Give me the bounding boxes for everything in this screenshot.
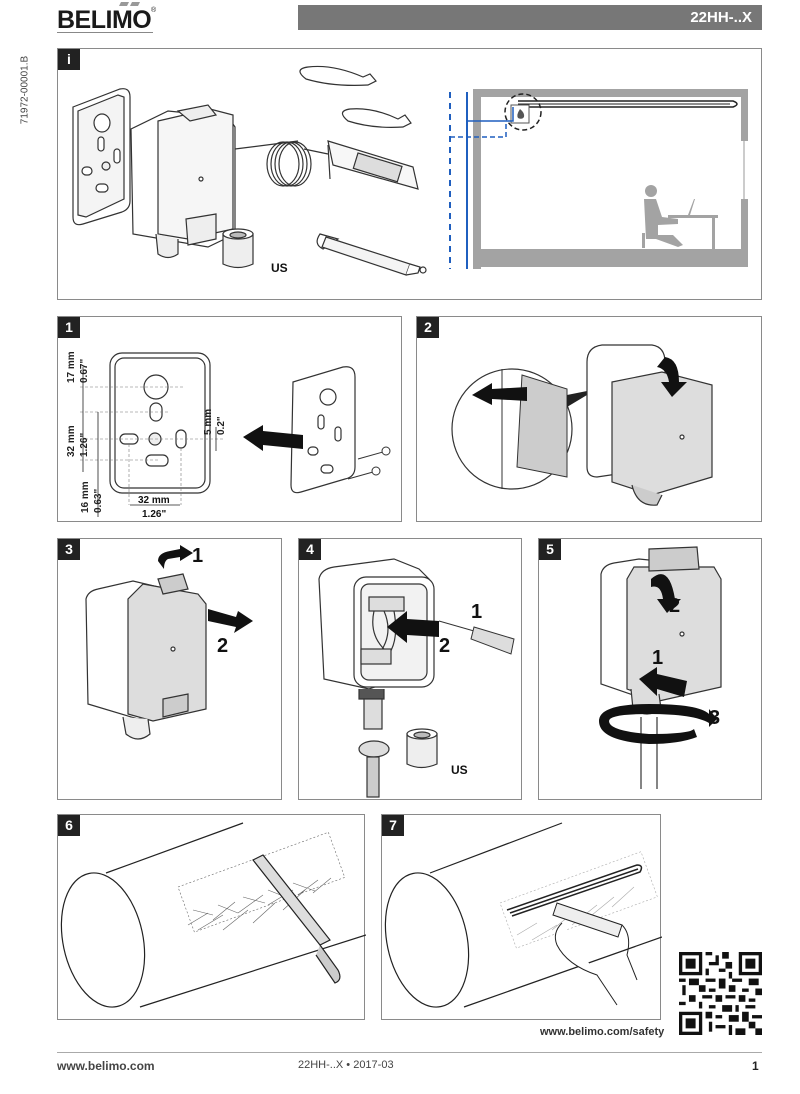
panel-badge: 3 xyxy=(58,539,80,560)
footer-doc-ref: 22HH-..X • 2017-03 xyxy=(298,1059,394,1071)
arrow-left-icon xyxy=(472,383,527,405)
pipe-icon xyxy=(60,822,366,1008)
screw-icon xyxy=(347,446,391,480)
panel-badge: 2 xyxy=(417,317,439,338)
footer-divider xyxy=(57,1052,762,1053)
dim-top-mm: 17 mm xyxy=(66,351,77,383)
dim-offset-mm: 5 mm xyxy=(203,408,214,435)
sensor-probe-icon xyxy=(327,140,419,190)
panel-step-4: 4 1 2 US xyxy=(298,538,522,800)
mounting-plate-icon xyxy=(72,88,131,226)
safety-link[interactable]: www.belimo.com/safety xyxy=(540,1026,665,1038)
us-adapter-icon xyxy=(222,228,254,269)
person-at-desk-icon xyxy=(642,185,718,249)
panel-step-6: 6 xyxy=(57,814,366,1020)
sensor-housing-icon xyxy=(586,344,713,506)
step-1-illustration xyxy=(80,352,223,517)
drop-icon xyxy=(517,109,525,119)
step-2-illustration xyxy=(451,344,713,506)
curved-arrow-icon xyxy=(158,545,193,569)
curved-arrow-icon xyxy=(651,574,681,613)
dimension-lines xyxy=(82,367,217,517)
panel-info: i xyxy=(57,48,762,300)
panel-badge: 7 xyxy=(382,815,404,836)
curved-arrow-icon xyxy=(657,357,687,397)
cable-tie-icon xyxy=(299,65,412,128)
callout-2: 2 xyxy=(217,635,229,657)
callout-1: 1 xyxy=(471,601,483,623)
callout-3: 3 xyxy=(709,707,721,729)
footer-website[interactable]: www.belimo.com xyxy=(57,1059,155,1073)
panel-step-3: 3 1 2 xyxy=(57,538,282,800)
panel-badge: 4 xyxy=(299,539,321,560)
info-illustration xyxy=(72,65,748,276)
dim-top-in: 0.67" xyxy=(79,358,90,383)
brand-name: BELIMO xyxy=(57,6,152,34)
dim-bottom-in: 0.63" xyxy=(93,488,104,513)
open-housing-icon xyxy=(318,558,435,798)
panel-step-1: 1 17 mm xyxy=(57,316,402,522)
panel-step-5: 5 1 2 3 xyxy=(538,538,762,800)
panel-badge: 6 xyxy=(58,815,80,836)
abraded-surface xyxy=(177,831,346,933)
drilling-template-icon xyxy=(80,352,223,505)
screwdriver-icon xyxy=(438,620,515,655)
rotate-arrow-icon xyxy=(599,704,717,744)
arrow-right-icon xyxy=(208,609,253,633)
panel-step-7: 7 xyxy=(381,814,662,1020)
building-section-diagram xyxy=(449,89,748,269)
capillary-coil-icon xyxy=(234,140,329,187)
dim-middle-in: 1.26" xyxy=(79,432,90,457)
belimo-logo: BELIMO ® xyxy=(57,2,157,34)
detail-circle xyxy=(504,93,542,131)
panel-badge: 1 xyxy=(58,317,80,338)
callout-2: 2 xyxy=(439,635,451,657)
sensor-housing-icon xyxy=(85,573,207,740)
dim-width-mm: 32 mm xyxy=(138,495,170,506)
callout-1: 1 xyxy=(192,545,204,567)
arrow-left-icon xyxy=(243,425,303,451)
panel-badge: i xyxy=(58,49,80,70)
arrow-left-icon xyxy=(639,667,687,697)
panel-badge: 5 xyxy=(539,539,561,560)
dim-bottom-mm: 16 mm xyxy=(80,481,91,513)
hand-with-syringe-icon xyxy=(552,902,638,1006)
panel-step-2: 2 xyxy=(416,316,762,522)
product-code-bar: 22HH-..X xyxy=(298,5,762,30)
us-label: US xyxy=(451,763,468,777)
dim-middle-mm: 32 mm xyxy=(66,425,77,457)
step-6-illustration xyxy=(60,822,366,1008)
logo-underline xyxy=(57,32,153,33)
sensor-probe-icon xyxy=(506,864,643,917)
qr-code[interactable] xyxy=(679,952,762,1035)
logo-stripes-icon xyxy=(119,2,140,6)
page-number: 1 xyxy=(752,1059,759,1073)
base-plate-screw-illustration xyxy=(243,366,391,494)
step-5-illustration xyxy=(599,546,722,789)
registered-mark: ® xyxy=(151,7,157,14)
file-tool-icon xyxy=(252,854,341,984)
dim-width-in: 1.26" xyxy=(142,509,167,520)
dim-offset-in: 0.2" xyxy=(216,416,227,435)
step-7-illustration xyxy=(384,822,662,1008)
sensor-housing-icon xyxy=(130,104,236,259)
thermal-paste-syringe-icon xyxy=(316,233,427,276)
pipe-icon xyxy=(384,822,662,1008)
step-3-illustration xyxy=(85,545,253,740)
arrow-left-icon xyxy=(387,611,439,643)
us-adapter-icon xyxy=(406,728,438,769)
callout-2: 2 xyxy=(669,595,681,617)
callout-1: 1 xyxy=(652,647,664,669)
document-number: 71972-00001.B xyxy=(19,55,31,125)
us-label: US xyxy=(271,261,288,275)
step-4-illustration xyxy=(318,558,515,798)
